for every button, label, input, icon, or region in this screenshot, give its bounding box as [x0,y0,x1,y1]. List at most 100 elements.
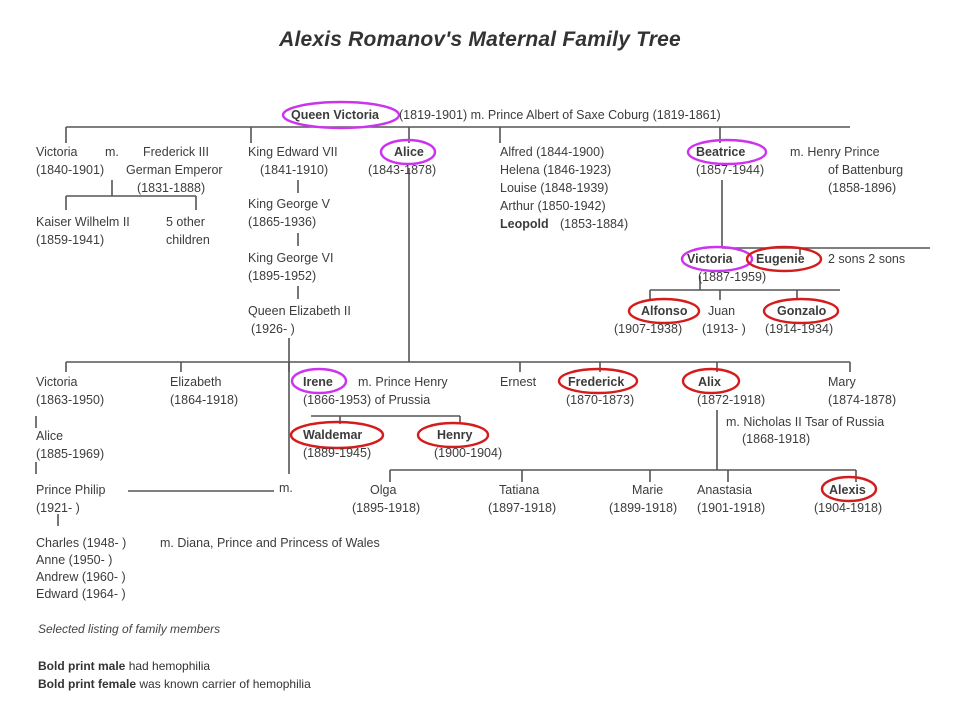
george-vi-years: (1895-1952) [248,269,317,283]
anne: Anne (1950- ) [36,553,113,567]
hemophilia-oval-frederick [557,367,639,395]
alix-years: (1872-1918) [697,393,766,407]
carrier-oval-irene [290,367,348,395]
edward: Edward (1964- ) [36,587,126,601]
legend-male: Bold print male had hemophilia [38,659,210,673]
victoria-eugenie-name-a: Victoria [687,252,733,266]
legend-male-bold: Bold print male [38,659,126,673]
other-children-a: 5 other [166,215,205,229]
frederick-hesse-years: (1870-1873) [566,393,635,407]
alfonso-years: (1907-1938) [614,322,683,336]
edward-vii-name: King Edward VII [248,145,338,159]
alice-battenberg-name: Alice [36,429,64,443]
hesse-branch-line [65,361,851,372]
nicholas-ii-a: m. Nicholas II Tsar of Russia [726,415,885,429]
alice-battenberg-years: (1885-1969) [36,447,105,461]
frederick-iii-name: Frederick III [143,145,209,159]
hemophilia-oval-alfonso [627,297,701,325]
juan-years: (1913- ) [702,322,746,336]
waldemar-years: (1889-1945) [303,446,372,460]
beatrice-name: Beatrice [696,145,746,159]
louise: Louise (1848-1939) [500,181,609,195]
hemophilia-oval-henry [416,421,490,449]
mary-years: (1874-1878) [828,393,897,407]
marie-name: Marie [632,483,664,497]
mary-name: Mary [828,375,856,389]
tatiana-years: (1897-1918) [488,501,557,515]
waldemar-name: Waldemar [303,428,363,442]
prince-philip-years: (1921- ) [36,501,80,515]
kaiser-wilhelm-name: Kaiser Wilhelm II [36,215,130,229]
alfonso-name: Alfonso [641,304,688,318]
queen-victoria-name: Queen Victoria [291,108,379,122]
henry-battenburg-a: m. Henry Prince [790,145,880,159]
irene-name: Irene [303,375,333,389]
victoria-name: Victoria [36,145,78,159]
arthur: Arthur (1850-1942) [500,199,606,213]
andrew: Andrew (1960- ) [36,570,126,584]
other-children-b: children [166,233,210,247]
prince-philip-married: m. [279,481,293,495]
elizabeth-ii-name: Queen Elizabeth II [248,304,351,318]
legend-female-rest: was known carrier of hemophilia [139,677,311,691]
gonzalo-name: Gonzalo [777,304,827,318]
charles: Charles (1948- ) [36,536,127,550]
victoria-years: (1840-1901) [36,163,105,177]
romanov-children-line [389,410,857,482]
elizabeth-hesse-name: Elizabeth [170,375,222,389]
victoria-married: m. [105,145,119,159]
page-title: Alexis Romanov's Maternal Family Tree [279,28,681,51]
hemophilia-oval-gonzalo [762,297,840,325]
henry-battenburg-b: of Battenburg [828,163,904,177]
helena: Helena (1846-1923) [500,163,612,177]
legend-female-bold: Bold print female [38,677,137,691]
hemophilia-oval-alexis [820,475,878,503]
legend-male-rest: had hemophilia [128,659,211,673]
beatrice-descent-line [721,180,930,255]
elizabeth-hesse-years: (1864-1918) [170,393,239,407]
george-v-name: King George V [248,197,330,211]
victoria-eugenie-years: (1887-1959) [698,270,767,284]
victoria-eugenie-children-line [649,276,840,300]
elizabeth-ii-years: (1926- ) [251,322,295,336]
leopold-name: Leopold [500,217,549,231]
irene-years: (1866-1953) of Prussia [303,393,431,407]
alfred: Alfred (1844-1900) [500,145,605,159]
leopold-years: (1853-1884) [560,217,629,231]
alexis-name: Alexis [829,483,866,497]
juan-name: Juan [708,304,736,318]
tatiana-name: Tatiana [499,483,540,497]
battenberg-descent-line [35,416,59,526]
carrier-oval-beatrice [686,138,768,166]
alice-years: (1843-1878) [368,163,437,177]
frederick-iii-title: German Emperor [126,163,223,177]
prince-philip-name: Prince Philip [36,483,106,497]
gonzalo-years: (1914-1934) [765,322,834,336]
queen-victoria-details: (1819-1901) m. Prince Albert of Saxe Cob… [399,108,721,122]
victoria-eugenie-name-b: Eugenie [756,252,805,266]
frederick-iii-years: (1831-1888) [137,181,206,195]
edward-vii-years: (1841-1910) [260,163,329,177]
legend-heading: Selected listing of family members [38,622,221,636]
carrier-oval-victoria-eugenie [680,245,754,273]
victoria-hesse-years: (1863-1950) [36,393,105,407]
george-vi-name: King George VI [248,251,334,265]
edward-descent-line [288,180,299,362]
prussia-branch-line [65,180,197,210]
olga-years: (1895-1918) [352,501,421,515]
olga-name: Olga [370,483,397,497]
hemophilia-oval-eugenie [745,245,823,273]
alice-name: Alice [394,145,424,159]
hemophilia-oval-waldemar [289,420,385,450]
ernest-name: Ernest [500,375,537,389]
henry-battenburg-years: (1858-1896) [828,181,897,195]
henry-prussia-years: (1900-1904) [434,446,503,460]
henry-prussia-name: Henry [437,428,473,442]
irene-married: m. Prince Henry [358,375,448,389]
top-branch-line [65,126,850,143]
nicholas-ii-years: (1868-1918) [742,432,811,446]
george-v-years: (1865-1936) [248,215,317,229]
kaiser-wilhelm-years: (1859-1941) [36,233,105,247]
carrier-oval-alice [379,138,437,166]
